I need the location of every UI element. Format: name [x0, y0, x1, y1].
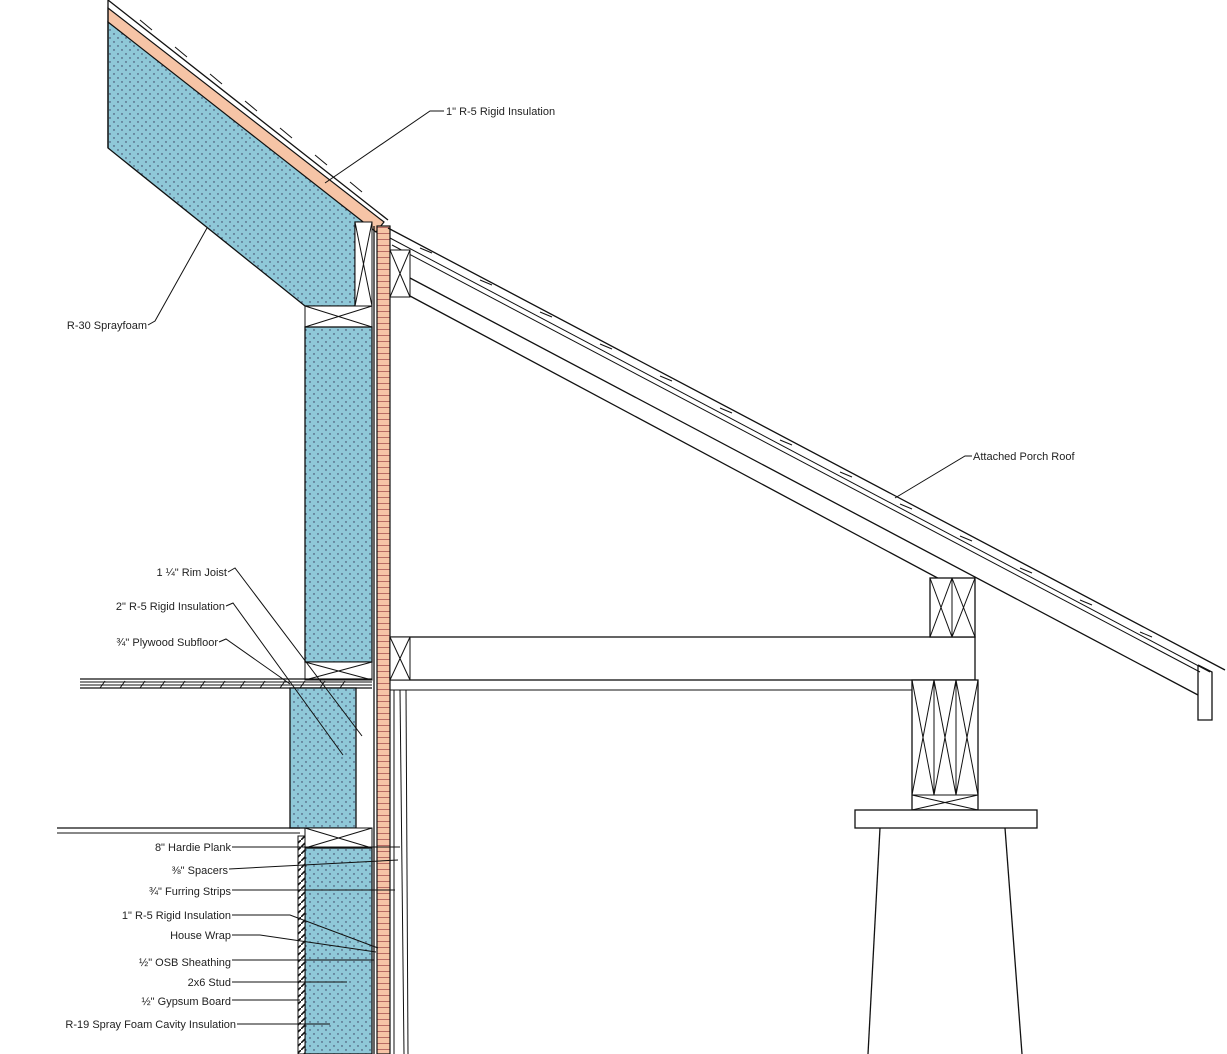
siding	[393, 689, 409, 1054]
main-roof	[107, 0, 389, 307]
label-spacers: ⅜" Spacers	[172, 865, 229, 877]
lower-wall	[57, 687, 373, 1054]
label-house-wrap: House Wrap	[170, 930, 231, 942]
label-2x6-stud: 2x6 Stud	[188, 977, 231, 989]
wall-rigid-insulation	[376, 225, 391, 1054]
upper-wall	[304, 305, 373, 681]
footing	[854, 809, 1038, 829]
label-wall-rigid-insulation: 1" R-5 Rigid Insulation	[122, 910, 231, 922]
label-roof-rigid-insulation: 1" R-5 Rigid Insulation	[446, 106, 555, 118]
label-r30-sprayfoam: R-30 Sprayfoam	[67, 320, 147, 332]
label-2in-rigid-insulation: 2" R-5 Rigid Insulation	[116, 601, 225, 613]
label-attached-porch-roof: Attached Porch Roof	[973, 451, 1075, 463]
label-furring-strips: ¾" Furring Strips	[149, 886, 232, 898]
porch-roof	[387, 227, 1226, 721]
label-plywood-subfloor: ¾" Plywood Subfloor	[116, 637, 218, 649]
label-gypsum-board: ½" Gypsum Board	[142, 996, 232, 1008]
leader-lines	[147, 110, 972, 1025]
r30-sprayfoam-fill	[107, 20, 372, 307]
porch-beam	[389, 636, 976, 691]
label-r19-cavity-insulation: R-19 Spray Foam Cavity Insulation	[65, 1019, 236, 1031]
labels: 1" R-5 Rigid Insulation R-30 Sprayfoam A…	[65, 106, 1075, 1031]
label-rim-joist: 1 ¼" Rim Joist	[156, 567, 227, 579]
label-hardie-plank: 8" Hardie Plank	[155, 842, 232, 854]
label-osb-sheathing: ½" OSB Sheathing	[139, 957, 231, 969]
porch-post	[854, 577, 1038, 1054]
